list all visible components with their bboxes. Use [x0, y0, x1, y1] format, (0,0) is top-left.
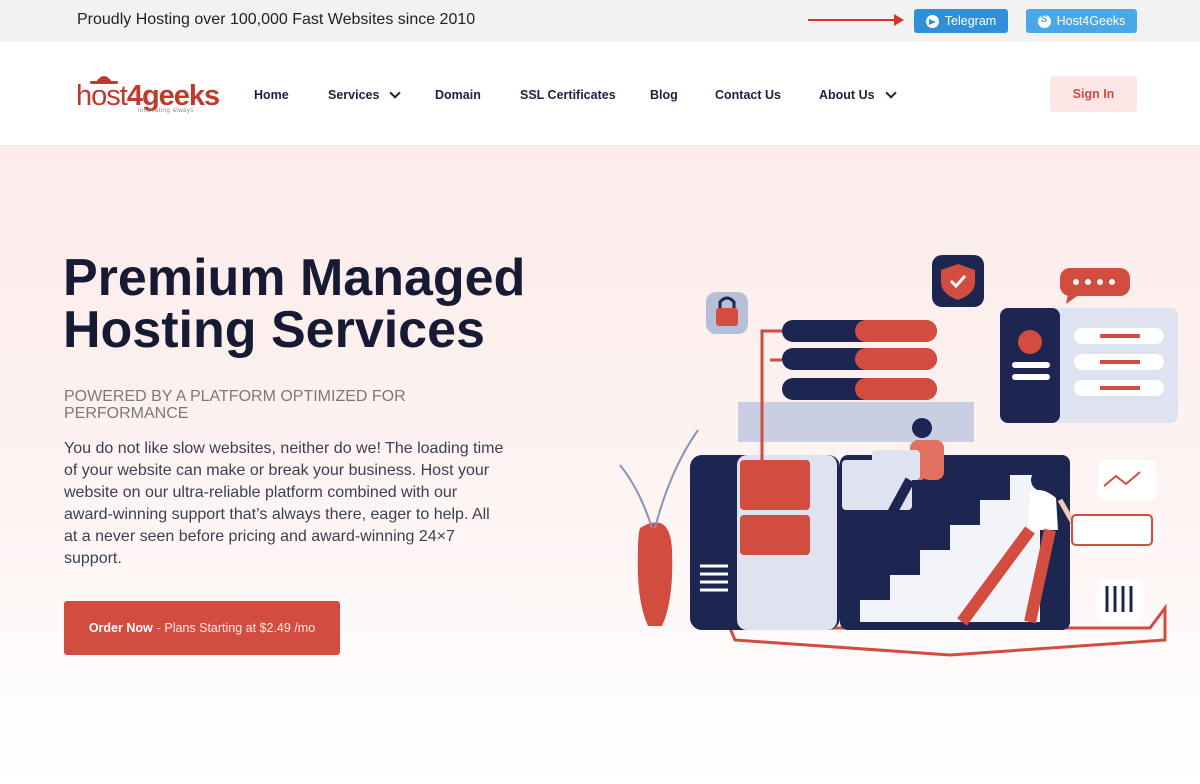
arrow-icon: [808, 14, 904, 26]
nav-services[interactable]: Services: [328, 87, 402, 102]
skype-icon: [1037, 14, 1051, 28]
hero-subtitle: POWERED BY A PLATFORM OPTIMIZED FOR PERF…: [64, 388, 406, 422]
logo[interactable]: host4geeks innovating always: [76, 72, 220, 116]
nav-home-label: Home: [254, 88, 289, 102]
server-stack: [782, 320, 937, 400]
nav-blog-label: Blog: [650, 88, 678, 102]
nav-blog[interactable]: Blog: [650, 88, 678, 102]
skype-button[interactable]: Host4Geeks: [1026, 9, 1137, 33]
hero-title: Premium Managed Hosting Services: [63, 252, 583, 356]
chat-bubble-icon: [1060, 268, 1130, 304]
hero-title-line2: Hosting Services: [63, 301, 485, 359]
logo-hat-icon: [90, 76, 118, 84]
nav-ssl-certificates[interactable]: SSL Certificates: [520, 88, 616, 102]
nav-about-label: About Us: [819, 88, 875, 102]
telegram-icon: [925, 14, 939, 28]
nav-contact-us[interactable]: Contact Us: [715, 88, 781, 102]
nav-contact-label: Contact Us: [715, 88, 781, 102]
logo-text-host: host: [76, 80, 128, 112]
nav-domain[interactable]: Domain: [435, 88, 481, 102]
logo-text-4geeks: 4geeks: [126, 80, 220, 112]
sign-in-button[interactable]: Sign In: [1050, 76, 1137, 112]
nav-ssl-label: SSL Certificates: [520, 88, 616, 102]
chevron-down-icon: [884, 87, 897, 99]
chevron-down-icon: [389, 87, 402, 99]
telegram-button[interactable]: Telegram: [914, 9, 1008, 33]
logo-wordmark: host4geeks: [76, 80, 220, 113]
server-illustration: [619, 255, 1178, 657]
order-now-rest: - Plans Starting at $2.49 /mo: [156, 621, 316, 635]
top-bar: Proudly Hosting over 100,000 Fast Websit…: [0, 0, 1200, 42]
nav-home[interactable]: Home: [254, 88, 289, 102]
telegram-label: Telegram: [944, 14, 997, 28]
nav-about-us[interactable]: About Us: [819, 87, 897, 102]
nav-domain-label: Domain: [435, 88, 481, 102]
hero-title-line1: Premium Managed: [63, 249, 526, 307]
logo-tagline: innovating always: [138, 108, 194, 114]
nav-services-label: Services: [328, 88, 380, 102]
shield-icon: [932, 255, 984, 307]
lock-icon: [706, 292, 748, 334]
site-header: host4geeks innovating always Home Servic…: [0, 42, 1200, 146]
top-bar-tagline: Proudly Hosting over 100,000 Fast Websit…: [77, 11, 476, 28]
hero-description: You do not like slow websites, neither d…: [64, 440, 504, 567]
order-now-button[interactable]: Order Now - Plans Starting at $2.49 /mo: [64, 601, 340, 655]
order-now-strong: Order Now: [88, 621, 153, 635]
skype-label: Host4Geeks: [1056, 14, 1126, 28]
